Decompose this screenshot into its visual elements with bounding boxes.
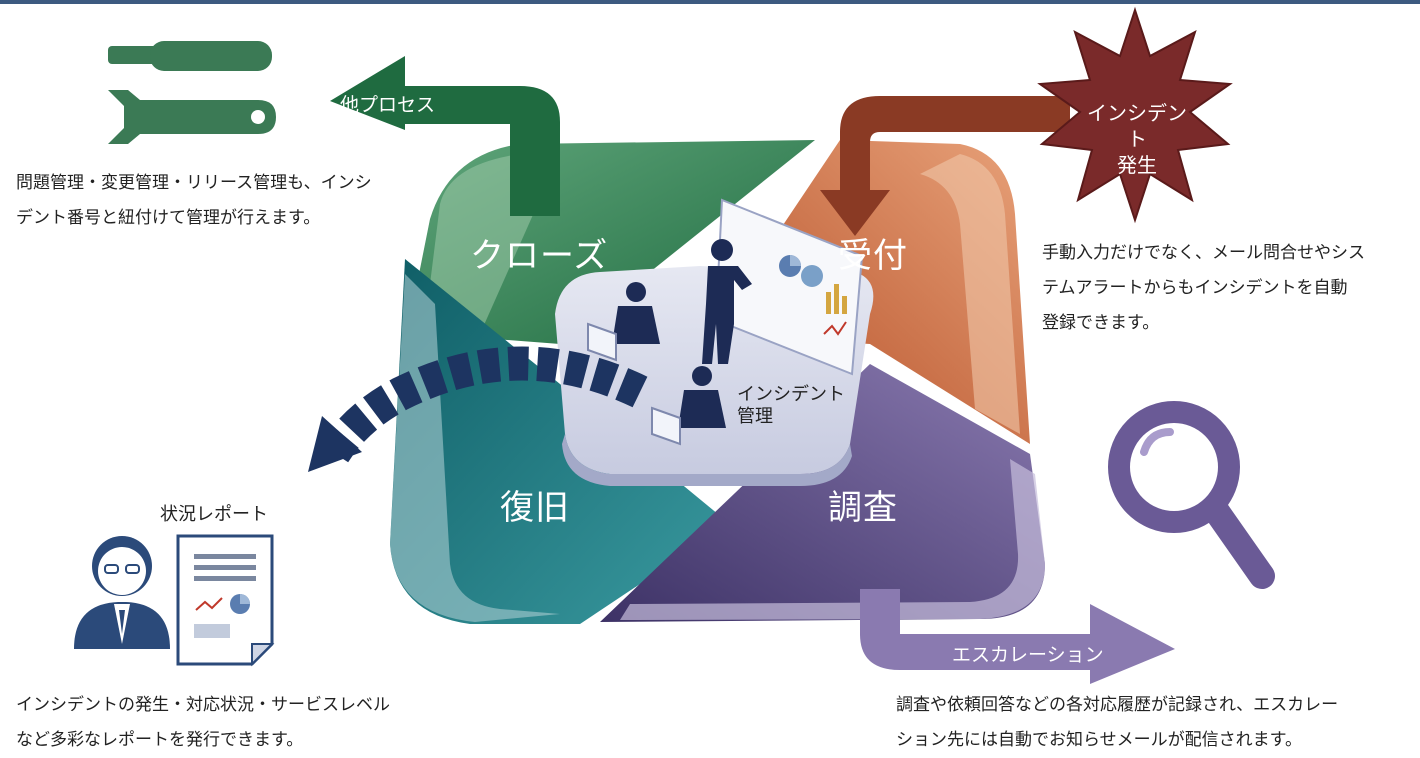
report-person-icon (74, 536, 170, 649)
center-platform (555, 198, 874, 486)
incident-cycle-diagram: クローズ 受付 復旧 調査 インシデント 管理 インシデント 発生 他プロセス … (0, 4, 1420, 751)
recover-quadrant (390, 259, 730, 624)
description-bottom-left: インシデントの発生・対応状況・サービスレベル など多彩なレポートを発行できます。 (16, 688, 390, 758)
other-process-label: 他プロセス (340, 94, 436, 116)
description-right-line: 登録できます。 (1042, 313, 1160, 333)
escalation-arrow (860, 589, 1175, 684)
description-right: 手動入力だけでなく、メール問合せやシス テムアラートからもインシデントを自動 登… (1042, 236, 1365, 341)
report-document-icon (176, 534, 275, 667)
center-label: インシデント 管理 (737, 384, 845, 428)
center-label-line1: インシデント (737, 384, 845, 405)
center-label-line2: 管理 (737, 406, 773, 427)
incident-intake-arrow (820, 96, 1070, 236)
magnifier-icon (1108, 401, 1275, 589)
incident-burst-label: インシデント 発生 (1082, 100, 1192, 178)
phase-close-label: クローズ (470, 236, 609, 276)
incident-burst-line1: インシデント (1087, 101, 1187, 151)
escalation-label: エスカレーション (952, 644, 1104, 666)
phase-recover-label: 復旧 (500, 488, 570, 528)
description-top-left: 問題管理・変更管理・リリース管理も、インシ デント番号と紐付けて管理が行えます。 (16, 166, 372, 236)
description-bottom-right-line: ション先には自動でお知らせメールが配信されます。 (896, 730, 1302, 750)
description-top-left-line: デント番号と紐付けて管理が行えます。 (16, 208, 321, 228)
description-bottom-right-line: 調査や依頼回答などの各対応履歴が記録され、エスカレー (896, 695, 1339, 715)
report-label: 状況レポート (160, 504, 268, 525)
incident-burst (1037, 6, 1233, 224)
incident-burst-line2: 発生 (1117, 153, 1157, 177)
report-arrow (308, 346, 648, 472)
description-bottom-right: 調査や依頼回答などの各対応履歴が記録され、エスカレー ション先には自動でお知らせ… (896, 688, 1338, 758)
tools-icon (108, 41, 276, 144)
phase-investigate-label: 調査 (828, 488, 898, 528)
description-top-left-line: 問題管理・変更管理・リリース管理も、インシ (16, 173, 372, 193)
description-bottom-left-line: など多彩なレポートを発行できます。 (16, 730, 304, 750)
phase-accept-label: 受付 (838, 236, 908, 276)
diagram-graphics (74, 6, 1275, 684)
description-right-line: テムアラートからもインシデントを自動 (1042, 278, 1348, 298)
other-process-arrow (330, 56, 560, 216)
investigate-quadrant (600, 364, 1045, 622)
description-right-line: 手動入力だけでなく、メール問合せやシス (1042, 243, 1365, 263)
top-rule (0, 0, 1420, 4)
description-bottom-left-line: インシデントの発生・対応状況・サービスレベル (16, 695, 390, 715)
